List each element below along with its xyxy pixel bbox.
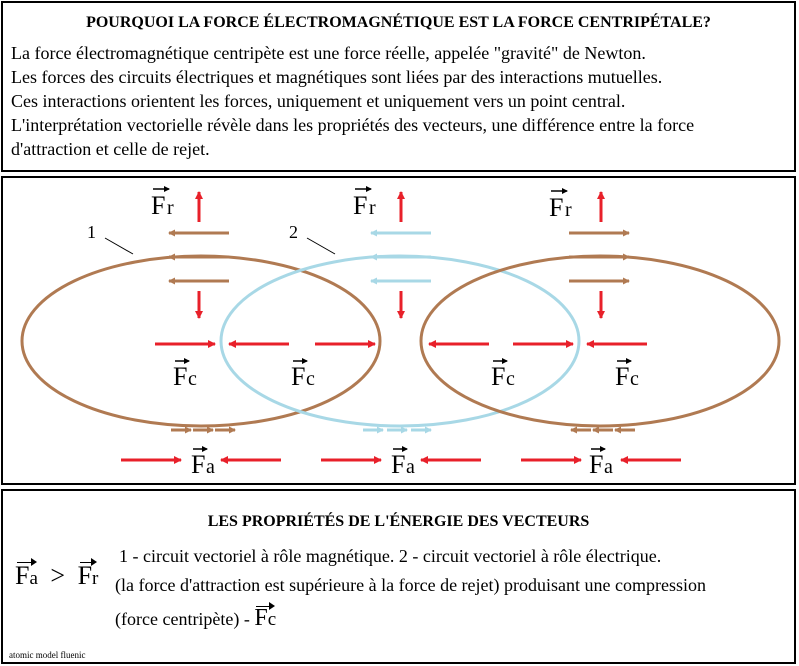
properties-title: LES PROPRIÉTÉS DE L'ÉNERGIE DES VECTEURS <box>207 513 590 530</box>
fc-label-4: F c <box>615 358 639 391</box>
svg-text:F: F <box>491 362 505 391</box>
intro-line-1: La force électromagnétique centripète es… <box>11 43 646 63</box>
svg-text:F: F <box>191 450 205 479</box>
svg-text:F: F <box>589 450 603 479</box>
intro-panel: POURQUOI LA FORCE ÉLECTROMAGNÉTIQUE EST … <box>1 1 796 172</box>
intro-line-3: Ces interactions orientent les forces, u… <box>11 91 626 111</box>
svg-text:F: F <box>391 450 405 479</box>
svg-text:r: r <box>167 197 174 219</box>
fr-label-center: F r <box>353 186 376 220</box>
fc-label-1: F c <box>173 358 197 391</box>
svg-text:c: c <box>506 368 515 390</box>
svg-text:a: a <box>206 456 215 478</box>
credit-text: atomic model fluenic <box>9 650 86 660</box>
intro-line-5: d'attraction et celle de rejet. <box>11 139 210 159</box>
properties-line-2: (la force d'attraction est supérieure à … <box>115 575 706 595</box>
fa-label-right: F a <box>589 446 613 479</box>
svg-text:a: a <box>406 456 415 478</box>
circuit-1-label: 1 <box>87 222 96 242</box>
fc-vector-symbol: Fc <box>254 602 277 631</box>
svg-text:F: F <box>615 362 629 391</box>
svg-text:a: a <box>604 456 613 478</box>
circuit-2-label: 2 <box>289 222 298 242</box>
circuit-diagram: 1 2 <box>20 186 781 479</box>
intro-line-2: Les forces des circuits électriques et m… <box>11 67 663 87</box>
fc-label-3: F c <box>491 358 515 391</box>
svg-text:r: r <box>565 199 572 221</box>
circuit-1-leader <box>104 237 134 255</box>
fa-label-left: F a <box>191 446 215 479</box>
svg-text:c: c <box>630 368 639 390</box>
svg-text:F: F <box>353 191 367 220</box>
fc-label-2: F c <box>291 358 315 391</box>
fr-vector-symbol: Fr <box>77 558 99 590</box>
svg-text:F: F <box>151 191 165 220</box>
circuit-2-leader <box>306 237 336 255</box>
svg-text:F: F <box>549 193 563 222</box>
intro-line-4: L'interprétation vectorielle révèle dans… <box>11 115 695 135</box>
svg-text:r: r <box>369 197 376 219</box>
properties-panel: LES PROPRIÉTÉS DE L'ÉNERGIE DES VECTEURS… <box>1 489 796 664</box>
page-title: POURQUOI LA FORCE ÉLECTROMAGNÉTIQUE EST … <box>86 14 711 31</box>
svg-text:F: F <box>291 362 305 391</box>
fa-vector-symbol: Fa <box>15 558 38 590</box>
svg-text:c: c <box>188 368 197 390</box>
greater-than-operator: > <box>50 561 66 590</box>
properties-line-1: 1 - circuit vectoriel à rôle magnétique.… <box>119 546 662 566</box>
fr-label-right: F r <box>549 188 572 222</box>
properties-line-3: (force centripète) - Fc <box>115 602 277 631</box>
fr-label-left: F r <box>151 186 174 220</box>
fa-label-center: F a <box>391 446 415 479</box>
svg-text:c: c <box>306 368 315 390</box>
diagram-panel: 1 2 <box>1 176 796 485</box>
svg-text:F: F <box>173 362 187 391</box>
force-inequality: Fa > Fr <box>15 558 99 591</box>
